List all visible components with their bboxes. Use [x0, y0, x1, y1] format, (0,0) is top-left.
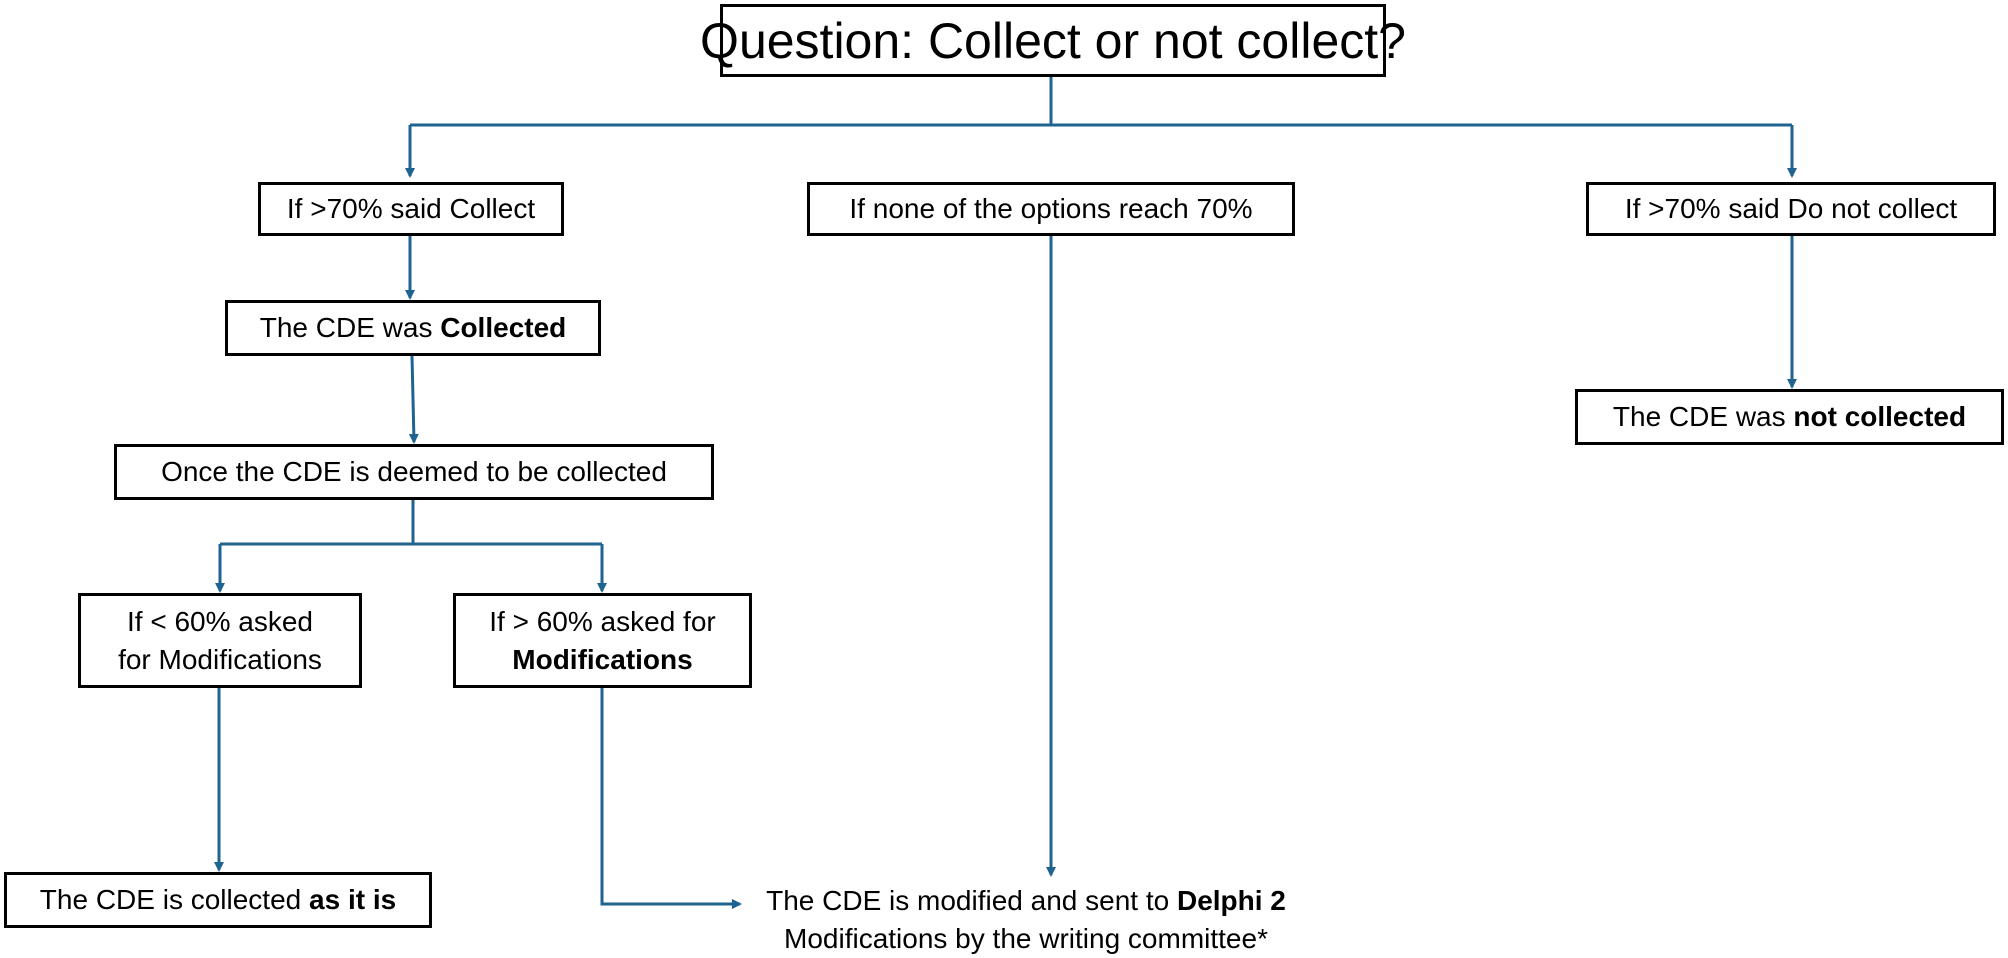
arrow-to-modified-delphi — [600, 688, 742, 909]
modified-delphi-line1: The CDE is modified and sent to Delphi 2 — [736, 882, 1316, 920]
not-collected-box: The CDE was not collected — [1575, 389, 2004, 445]
modified-delphi-bold: Delphi 2 — [1176, 885, 1286, 916]
not-collect-70-box: If >70% said Do not collect — [1586, 182, 1996, 236]
collected-as-is-bold: as it is — [309, 884, 397, 915]
modified-delphi-text: The CDE is modified and sent to Delphi 2… — [736, 882, 1316, 958]
deemed-collected-box: Once the CDE is deemed to be collected — [114, 444, 714, 500]
more-60-line1: If > 60% asked for — [489, 605, 716, 637]
was-collected-text: The CDE was Collected — [260, 309, 567, 347]
more-60-line2: Modifications — [512, 643, 693, 675]
none-70-box: If none of the options reach 70% — [807, 182, 1295, 236]
was-collected-prefix: The CDE was — [259, 312, 441, 343]
collect-70-box: If >70% said Collect — [258, 182, 564, 236]
not-collect-70-text: If >70% said Do not collect — [1624, 193, 1958, 224]
less-60-line1: If < 60% asked — [126, 605, 313, 637]
collect-70-text: If >70% said Collect — [286, 193, 536, 224]
none-70-text: If none of the options reach 70% — [849, 193, 1253, 224]
was-collected-box: The CDE was Collected — [225, 300, 601, 356]
collected-as-is-prefix: The CDE is collected — [39, 884, 310, 915]
more-60-box: If > 60% asked for Modifications — [453, 593, 752, 688]
less-60-box: If < 60% asked for Modifications — [78, 593, 362, 688]
not-collected-text: The CDE was not collected — [1613, 398, 1966, 436]
arrow-to-deemed-collected — [408, 355, 419, 444]
collected-as-is-text: The CDE is collected as it is — [40, 881, 396, 919]
question-text: Question: Collect or not collect? — [700, 12, 1406, 69]
deemed-collected-text: Once the CDE is deemed to be collected — [161, 456, 667, 487]
modified-delphi-line2: Modifications by the writing committee* — [784, 923, 1268, 954]
not-collected-prefix: The CDE was — [1612, 401, 1794, 432]
not-collected-bold: not collected — [1793, 401, 1967, 432]
less-60-line2: for Modifications — [118, 643, 322, 675]
question-box: Question: Collect or not collect? — [700, 4, 1406, 77]
was-collected-bold: Collected — [440, 312, 567, 343]
collected-as-is-box: The CDE is collected as it is — [4, 872, 432, 928]
modified-delphi-prefix: The CDE is modified and sent to — [766, 885, 1177, 916]
